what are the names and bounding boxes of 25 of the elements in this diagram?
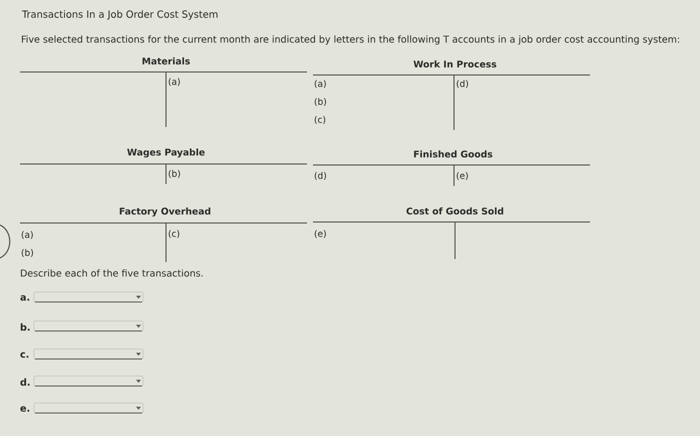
account-title: Factory Overhead [120, 208, 210, 216]
entry-label: (d) [456, 80, 468, 88]
account-title: Finished Goods [414, 150, 492, 158]
account-title: Work In Process [414, 60, 496, 68]
account-title: Materials [142, 57, 190, 65]
account-title: Wages Payable [127, 148, 205, 158]
heading: Transactions In a Job Order Cost System [22, 10, 218, 20]
entry-label: (d) [314, 172, 326, 180]
item-letter: c. [20, 352, 28, 358]
entry-label: (e) [314, 230, 326, 238]
entry-label: (b) [314, 98, 326, 106]
entry-label: (a) [168, 78, 180, 86]
entry-label: (b) [22, 249, 33, 258]
item-letter: a. [20, 295, 30, 301]
item-letter: d. [20, 378, 30, 386]
entry-label: (a) [314, 80, 326, 88]
account-title: Cost of Goods Sold [406, 207, 504, 215]
entry-label: (e) [456, 172, 468, 180]
entry-label: (c) [168, 230, 180, 238]
instruction-text: Five selected transactions for the current month are indicated by letters in the following T accounts in a job order cost accounting system: [22, 35, 680, 45]
item-letter: e. [20, 406, 30, 412]
entry-label: (a) [22, 230, 33, 240]
entry-label: (c) [314, 116, 326, 124]
entry-label: (b) [168, 170, 180, 178]
item-letter: b. [20, 323, 30, 331]
